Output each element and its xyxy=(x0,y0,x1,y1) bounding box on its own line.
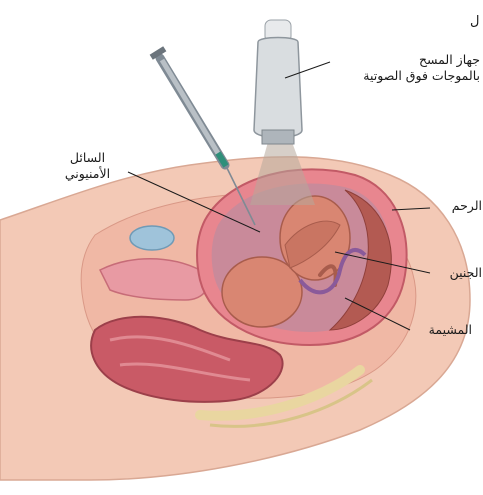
corner-letter: ل xyxy=(470,14,479,29)
label-fetus: الجنين xyxy=(430,265,482,281)
ultrasound-probe xyxy=(254,20,302,144)
label-uterus: الرحم xyxy=(430,198,482,214)
label-placenta: المشيمة xyxy=(410,322,472,338)
label-amniotic-fluid: السائل الأمنيوني xyxy=(40,150,135,182)
bladder xyxy=(130,226,174,250)
label-ultrasound-probe: جهاز المسح بالموجات فوق الصوتية xyxy=(330,52,480,84)
